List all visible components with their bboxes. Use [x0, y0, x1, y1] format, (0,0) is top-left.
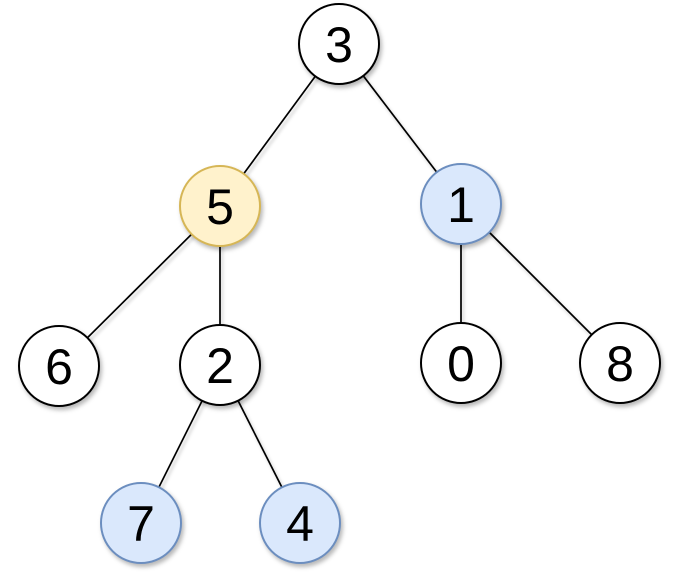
tree-node-8: 8	[579, 322, 661, 404]
tree-node-circle	[298, 3, 380, 85]
tree-node-label: 3	[325, 17, 353, 73]
tree-node-circle	[420, 322, 502, 404]
tree-node-label: 2	[206, 338, 234, 394]
tree-node-label: 1	[447, 177, 475, 233]
tree-node-circle	[420, 163, 502, 245]
tree-node-label: 4	[286, 496, 314, 552]
tree-node-circle	[259, 482, 341, 564]
tree-node-3: 3	[298, 3, 380, 85]
tree-node-circle	[179, 324, 261, 406]
tree-nodes-layer: 3 5 1 6 2 0 8 7 4	[18, 3, 661, 564]
tree-node-circle	[18, 325, 100, 407]
tree-node-1: 1	[420, 163, 502, 245]
tree-node-circle	[179, 165, 261, 247]
tree-node-6: 6	[18, 325, 100, 407]
tree-node-label: 8	[606, 336, 634, 392]
tree-node-5: 5	[179, 165, 261, 247]
tree-node-2: 2	[179, 324, 261, 406]
tree-node-circle	[100, 482, 182, 564]
tree-node-7: 7	[100, 482, 182, 564]
tree-edges-layer	[58, 43, 621, 524]
tree-node-4: 4	[259, 482, 341, 564]
tree-node-circle	[579, 322, 661, 404]
tree-node-label: 0	[447, 336, 475, 392]
tree-node-label: 6	[45, 339, 73, 395]
tree-node-label: 7	[127, 496, 155, 552]
tree-node-label: 5	[206, 179, 234, 235]
tree-node-0: 0	[420, 322, 502, 404]
